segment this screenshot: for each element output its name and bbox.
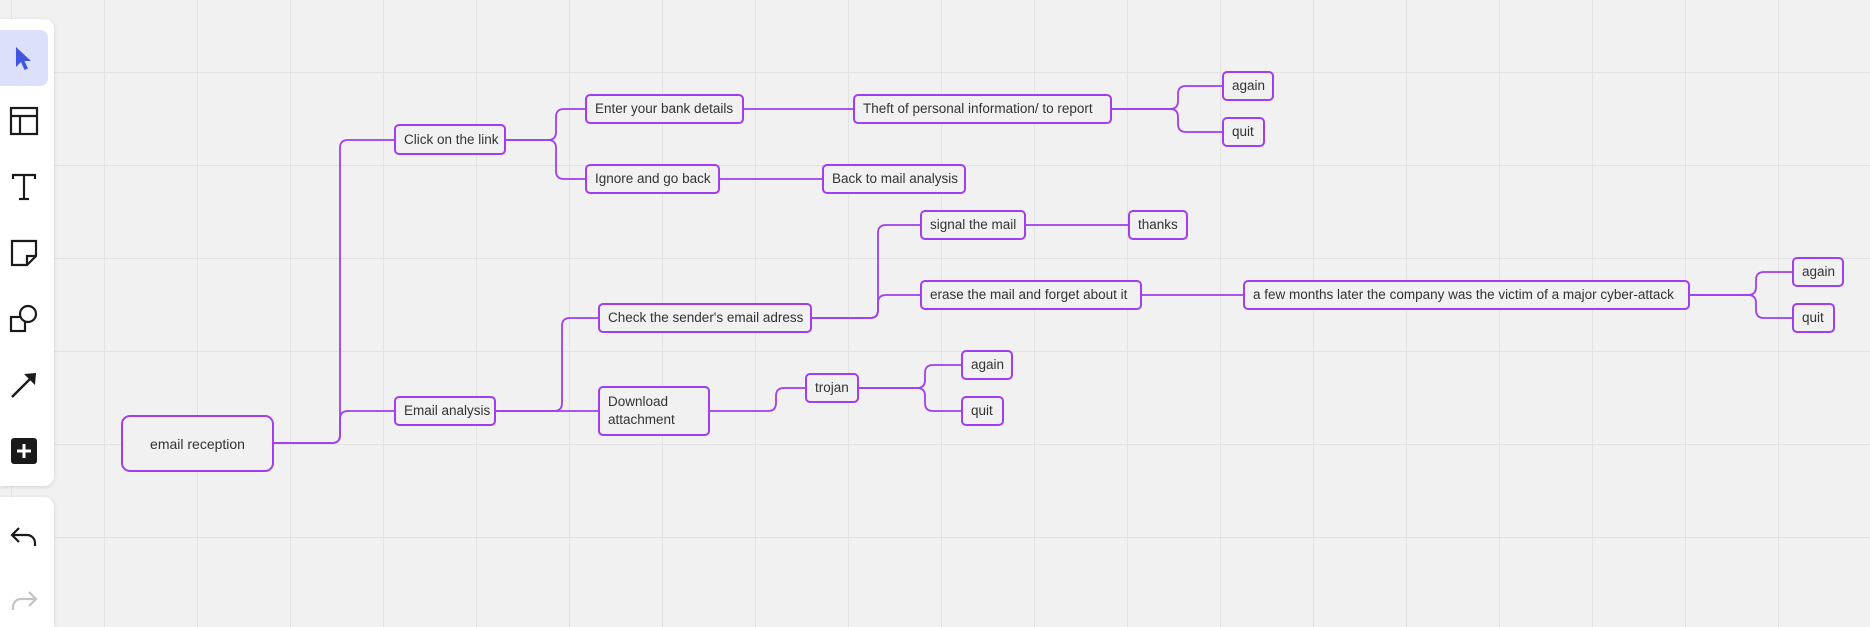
node-email-analysis[interactable]: Email analysis <box>394 396 496 426</box>
edge-check-signal <box>811 224 921 319</box>
node-check-sender-email[interactable]: Check the sender's email adress <box>598 303 812 333</box>
edge-analysis-check <box>495 317 599 412</box>
cursor-select-icon <box>13 45 35 71</box>
edge-trojan-quit <box>858 387 962 412</box>
add-plus-icon <box>10 437 38 465</box>
node-signal-the-mail[interactable]: signal the mail <box>920 210 1026 240</box>
edge-download-trojan <box>709 387 806 412</box>
connector-tool-button[interactable] <box>0 360 48 410</box>
edge-root-email-analysis <box>273 410 395 444</box>
edge-root-click-link <box>273 139 395 444</box>
node-quit-1[interactable]: quit <box>1222 117 1265 147</box>
template-layout-icon <box>9 106 39 136</box>
edge-click-bank <box>505 108 586 141</box>
edge-click-ignore <box>505 139 586 180</box>
sticky-note-icon <box>9 238 39 268</box>
redo-icon <box>9 587 39 611</box>
node-trojan[interactable]: trojan <box>805 373 859 403</box>
node-download-attachment[interactable]: Download attachment <box>598 386 710 436</box>
node-again-1[interactable]: again <box>1222 71 1274 101</box>
node-again-2[interactable]: again <box>1792 257 1844 287</box>
edge-cyber-again <box>1689 271 1793 296</box>
redo-button[interactable] <box>0 577 48 621</box>
node-erase-the-mail[interactable]: erase the mail and forget about it <box>920 280 1142 310</box>
edge-cyber-quit <box>1689 294 1793 319</box>
node-email-reception[interactable]: email reception <box>121 415 274 472</box>
add-more-tools-button[interactable] <box>0 426 48 476</box>
edge-theft-quit <box>1111 108 1223 133</box>
node-again-3[interactable]: again <box>961 350 1013 380</box>
undo-icon <box>9 523 39 547</box>
edge-theft-again <box>1111 85 1223 110</box>
node-ignore-and-go-back[interactable]: Ignore and go back <box>585 164 720 194</box>
node-thanks[interactable]: thanks <box>1128 210 1188 240</box>
shapes-tool-button[interactable] <box>0 294 48 344</box>
shapes-icon <box>9 304 39 334</box>
connector-arrow-icon <box>9 370 39 400</box>
edge-check-erase <box>811 294 921 319</box>
node-back-to-mail-analysis[interactable]: Back to mail analysis <box>822 164 966 194</box>
templates-tool-button[interactable] <box>0 96 48 146</box>
node-quit-3[interactable]: quit <box>961 396 1004 426</box>
node-cyber-attack-consequence[interactable]: a few months later the company was the v… <box>1243 280 1690 310</box>
text-tool-icon <box>9 172 39 202</box>
undo-button[interactable] <box>0 513 48 557</box>
edge-trojan-again <box>858 364 962 389</box>
mindmap-connectors <box>273 85 1793 444</box>
node-enter-bank-details[interactable]: Enter your bank details <box>585 94 744 124</box>
sticky-note-tool-button[interactable] <box>0 228 48 278</box>
node-click-on-the-link[interactable]: Click on the link <box>394 124 506 155</box>
node-theft-of-personal-information[interactable]: Theft of personal information/ to report <box>853 94 1112 124</box>
left-toolbar <box>0 19 54 486</box>
node-quit-2[interactable]: quit <box>1792 303 1835 333</box>
history-toolbar <box>0 497 54 627</box>
text-tool-button[interactable] <box>0 162 48 212</box>
select-tool-button[interactable] <box>0 30 48 86</box>
